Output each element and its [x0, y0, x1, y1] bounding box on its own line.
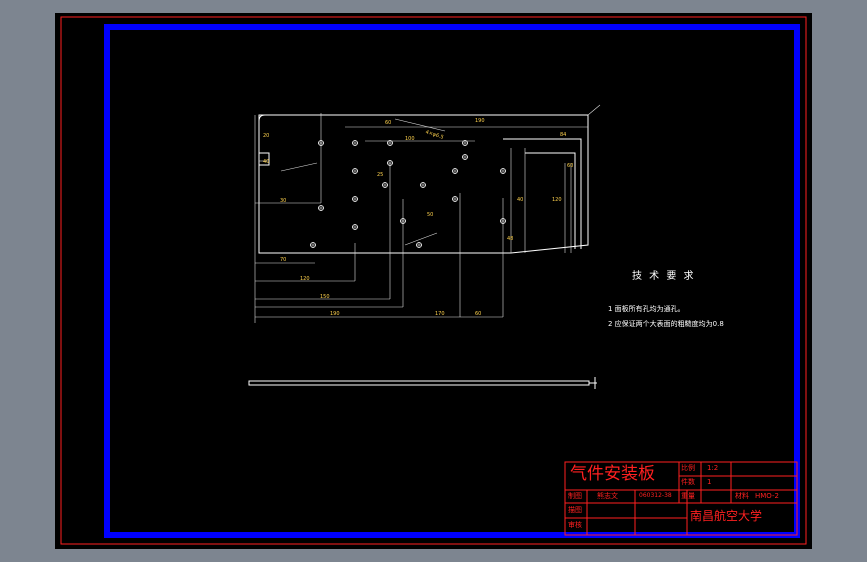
dim-left-b: 30: [280, 198, 287, 204]
dim-bottom-a: 70: [280, 257, 287, 263]
dim-left-a: 20: [263, 133, 270, 139]
outer-border: [60, 16, 807, 545]
drawing-frame: [104, 24, 800, 538]
dim-bottom-d: 190: [330, 311, 340, 317]
dim-bottom-b: 120: [300, 276, 310, 282]
qty-value: 1: [707, 478, 712, 486]
material-value: HMO-2: [755, 492, 779, 500]
tech-req-item-2: 2 应保证两个大表面的粗糙度均为0.8: [608, 320, 724, 328]
dimension-lines: [254, 104, 601, 323]
material-label: 材料: [735, 492, 749, 500]
dim-top-b: 100: [405, 136, 415, 142]
holes: [310, 140, 506, 248]
dim-inner-c: 48: [507, 236, 514, 242]
dim-right-a: 60: [567, 163, 574, 169]
tech-req-heading: 技 术 要 求: [632, 271, 696, 282]
dim-right-c: 120: [552, 197, 562, 203]
drawn-id: 060312-38: [639, 492, 672, 499]
weight-label: 重量: [681, 492, 695, 500]
dim-bottom-c: 150: [320, 294, 330, 300]
scale-value: 1:2: [707, 464, 719, 472]
cad-viewport[interactable]: 190 60 100 84 20 30 40 70 120 150 190 17…: [55, 13, 812, 549]
dim-top-c: 84: [560, 132, 567, 138]
dim-inner-a: 50: [427, 212, 434, 218]
dim-inner-b: 25: [377, 172, 384, 178]
designer-label: 描图: [568, 506, 582, 514]
drawn-label: 制图: [568, 492, 582, 500]
reviewer-label: 审核: [568, 521, 582, 529]
dim-right-b: 40: [517, 197, 524, 203]
title-block-lines: [564, 461, 798, 536]
school-name: 南昌航空大学: [690, 509, 763, 523]
dim-bottom-e: 170: [435, 311, 445, 317]
hole-centerlines: [310, 140, 506, 248]
tech-req-item-1: 1 面板所有孔均为通孔。: [608, 305, 685, 313]
dim-top-overall: 190: [475, 118, 485, 124]
dim-left-c: 40: [263, 159, 270, 165]
qty-label: 件数: [681, 478, 695, 486]
scale-label: 比例: [681, 464, 695, 472]
drawn-name: 熊志文: [597, 492, 618, 500]
part-outline: [248, 114, 597, 389]
dim-top-a: 60: [385, 120, 392, 126]
dim-bottom-f: 60: [475, 311, 482, 317]
drawing-canvas: [60, 16, 807, 545]
drawing-title: 气件安装板: [570, 464, 655, 484]
side-view-strip: [248, 380, 590, 386]
